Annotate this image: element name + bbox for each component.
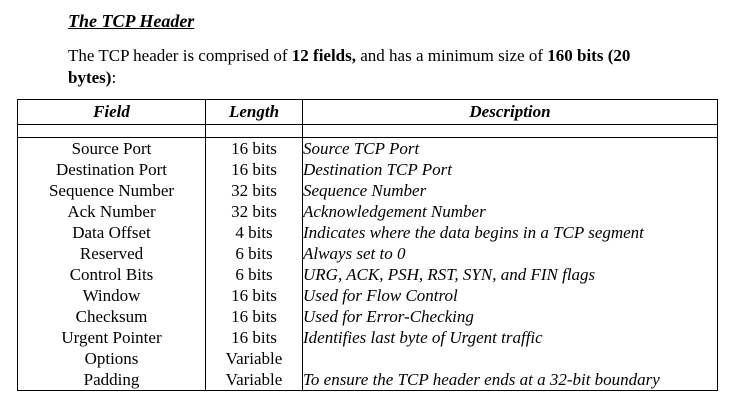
description-cell: Destination TCP Port [302,159,718,180]
field-cell: Checksum [17,306,206,327]
description-cell: Sequence Number [302,180,718,201]
field-cell: Destination Port [17,159,206,180]
field-cell: Reserved [17,243,206,264]
table-header-row: Field Length Description [17,99,718,125]
description-cell: Always set to 0 [302,243,718,264]
description-cell: Identifies last byte of Urgent traffic [302,327,718,348]
length-cell: 16 bits [205,137,303,159]
spacer-cell-field [17,124,206,138]
length-cell: 16 bits [205,327,303,348]
description-cell: Used for Error-Checking [302,306,718,327]
length-cell: 6 bits [205,243,303,264]
table-row: Sequence Number 32 bits Sequence Number [17,180,718,201]
table-row: Ack Number 32 bits Acknowledgement Numbe… [17,201,718,222]
table-row: Data Offset 4 bits Indicates where the d… [17,222,718,243]
description-cell [302,348,718,369]
field-cell: Ack Number [17,201,206,222]
length-cell: 16 bits [205,285,303,306]
field-cell: Padding [17,369,206,391]
intro-text-1: The TCP header is comprised of [68,46,292,65]
description-cell: Used for Flow Control [302,285,718,306]
table-row: Window 16 bits Used for Flow Control [17,285,718,306]
length-cell: Variable [205,348,303,369]
description-cell: Acknowledgement Number [302,201,718,222]
field-cell: Data Offset [17,222,206,243]
field-cell: Urgent Pointer [17,327,206,348]
intro-bold-fields: 12 fields, [291,46,357,65]
field-cell: Window [17,285,206,306]
page-heading: The TCP Header [68,11,195,31]
length-cell: 4 bits [205,222,303,243]
length-cell: 32 bits [205,201,303,222]
table-row: Source Port 16 bits Source TCP Port [17,137,718,159]
field-cell: Options [17,348,206,369]
field-cell: Source Port [17,137,206,159]
spacer-cell-length [205,124,303,138]
description-cell: Indicates where the data begins in a TCP… [302,222,718,243]
table-row: Urgent Pointer 16 bits Identifies last b… [17,327,718,348]
description-cell: To ensure the TCP header ends at a 32-bi… [302,369,718,391]
length-cell: 16 bits [205,159,303,180]
table-row: Checksum 16 bits Used for Error-Checking [17,306,718,327]
table-row: Padding Variable To ensure the TCP heade… [17,369,718,391]
intro-paragraph: The TCP header is comprised of 12 fields… [68,45,668,89]
length-cell: 6 bits [205,264,303,285]
description-cell: Source TCP Port [302,137,718,159]
intro-text-2: and has a minimum size of [356,46,548,65]
length-cell: 32 bits [205,180,303,201]
intro-text-3: : [111,68,117,87]
field-cell: Sequence Number [17,180,206,201]
field-cell: Control Bits [17,264,206,285]
column-header-field: Field [17,99,206,125]
table-row: Destination Port 16 bits Destination TCP… [17,159,718,180]
length-cell: 16 bits [205,306,303,327]
table-row: Options Variable [17,348,718,369]
intro-bold-size: 160 bits (20 bytes) [68,46,631,87]
table-row: Reserved 6 bits Always set to 0 [17,243,718,264]
spacer-cell-description [302,124,718,138]
table-spacer-row [17,124,718,138]
column-header-length: Length [205,99,303,125]
description-cell: URG, ACK, PSH, RST, SYN, and FIN flags [302,264,718,285]
tcp-header-table: Field Length Description Source Port 16 … [17,99,718,391]
column-header-description: Description [302,99,718,125]
length-cell: Variable [205,369,303,391]
table-row: Control Bits 6 bits URG, ACK, PSH, RST, … [17,264,718,285]
